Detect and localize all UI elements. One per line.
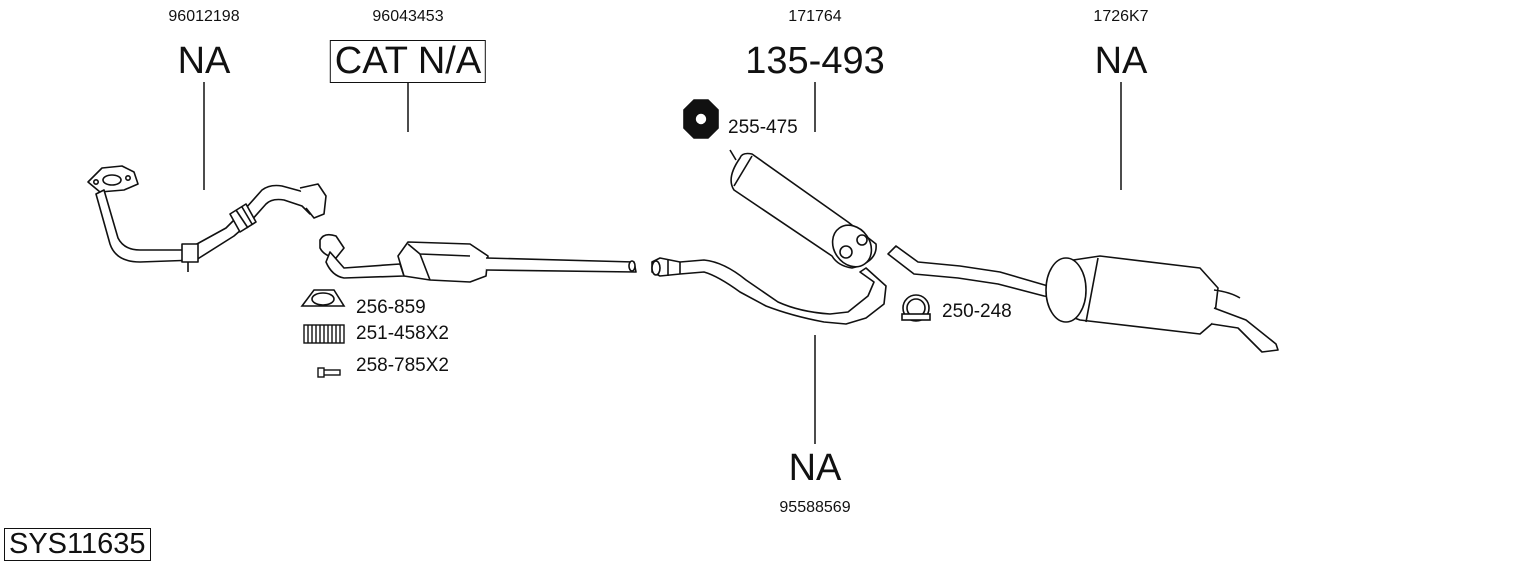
ring-gasket-drawing (300, 289, 346, 307)
part-ref-label: NA (177, 40, 231, 82)
part-ref-label: NA (1094, 40, 1148, 82)
system-code-label: SYS11635 (4, 528, 151, 562)
catalyst-drawing (319, 233, 637, 283)
rear-silencer-drawing (887, 245, 1279, 353)
middle-silencer-drawing (729, 149, 877, 269)
accessory-label-bolts: 258-785X2 (356, 355, 449, 376)
oe-number: 95588569 (779, 499, 851, 516)
center-pipe-drawing (651, 257, 887, 325)
oe-number: 96043453 (372, 8, 444, 25)
part-ref-label-boxed: CAT N/A (329, 40, 487, 83)
oe-number: 1726K7 (1093, 8, 1149, 25)
front-pipe-drawing (87, 165, 327, 272)
springs-drawing (303, 324, 345, 344)
accessory-label-ring-gasket: 256-859 (356, 297, 426, 318)
gasket-flange-drawing (683, 99, 719, 139)
part-ref-label: NA (788, 447, 842, 489)
clamp-drawing (901, 294, 931, 322)
oe-number: 96012198 (168, 8, 240, 25)
bolts-drawing (317, 367, 341, 378)
oe-number: 171764 (788, 8, 842, 25)
part-ref-label: 135-493 (745, 40, 885, 82)
accessory-label-gasket-flange: 255-475 (728, 117, 798, 138)
accessory-label-clamp: 250-248 (942, 301, 1012, 322)
accessory-label-springs: 251-458X2 (356, 323, 449, 344)
